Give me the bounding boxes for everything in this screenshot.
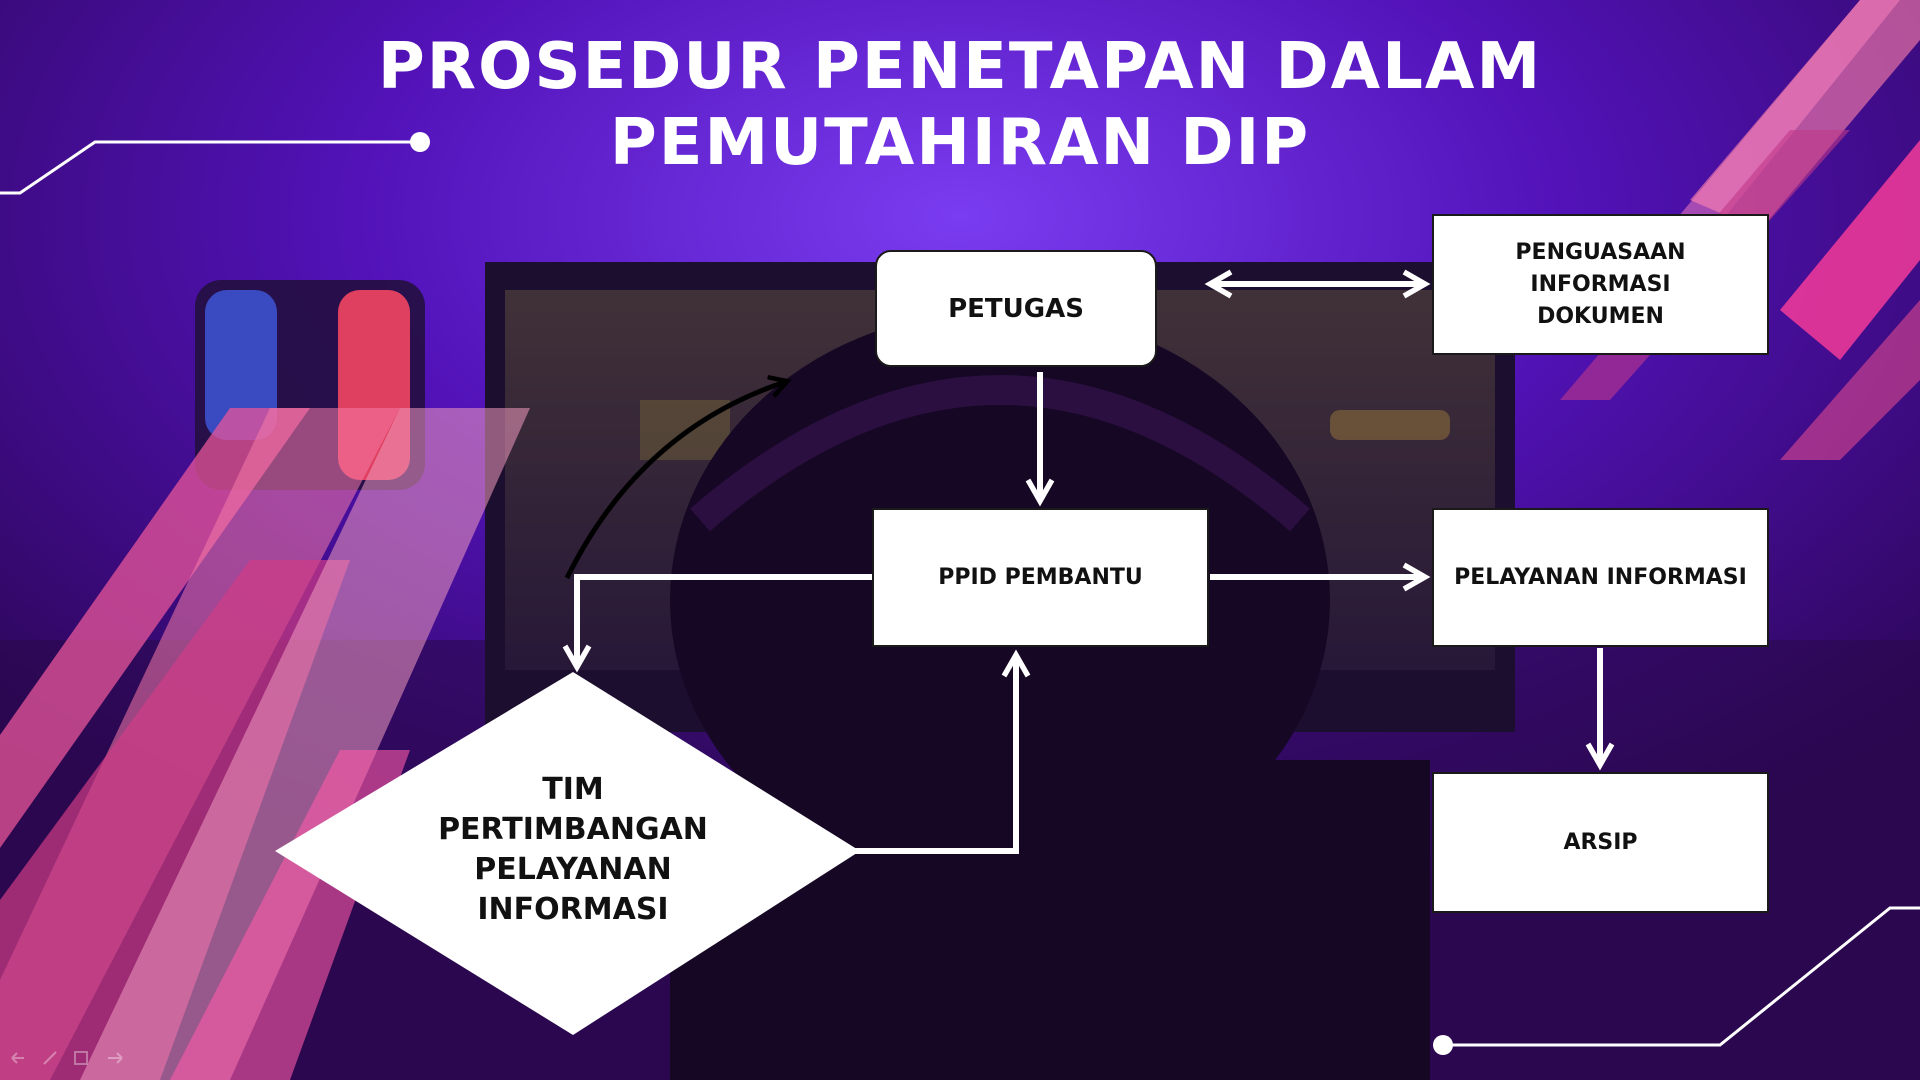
title-line-1: PROSEDUR PENETAPAN DALAM bbox=[377, 30, 1543, 104]
title-line-2: PEMUTAHIRAN DIP bbox=[609, 106, 1311, 180]
node-ppid-pembantu: PPID PEMBANTU bbox=[872, 508, 1209, 647]
node-petugas: PETUGAS bbox=[875, 250, 1157, 367]
node-pelayanan-informasi: PELAYANAN INFORMASI bbox=[1432, 508, 1769, 647]
node-tim-label-line3: PELAYANAN bbox=[474, 852, 672, 887]
arrow-tim-ppid bbox=[808, 649, 1031, 854]
connectors bbox=[562, 269, 1615, 854]
node-ppid-pembantu-label: PPID PEMBANTU bbox=[938, 565, 1143, 590]
node-tim-label-line4: INFORMASI bbox=[477, 892, 669, 927]
circuit-line-top-left bbox=[0, 132, 430, 195]
node-arsip-label: ARSIP bbox=[1563, 830, 1638, 855]
circuit-line-bottom-right bbox=[1433, 906, 1920, 1055]
arrow-ppid-tim bbox=[562, 574, 872, 673]
node-petugas-label: PETUGAS bbox=[948, 293, 1084, 324]
node-arsip: ARSIP bbox=[1432, 772, 1769, 913]
node-pelayanan-informasi-label: PELAYANAN INFORMASI bbox=[1454, 565, 1747, 590]
slide-nav-icons bbox=[11, 1051, 123, 1065]
node-penguasaan-label-line1: PENGUASAAN INFORMASI bbox=[1515, 239, 1686, 297]
decision-diamond bbox=[275, 672, 860, 1035]
node-penguasaan-label-line2: DOKUMEN bbox=[1537, 303, 1664, 329]
node-penguasaan-informasi: PENGUASAAN INFORMASI DOKUMEN bbox=[1432, 214, 1769, 355]
node-tim-label-line1: TIM bbox=[542, 772, 604, 807]
node-tim-pertimbangan: TIM PERTIMBANGAN PELAYANAN INFORMASI bbox=[420, 770, 726, 930]
node-tim-label-line2: PERTIMBANGAN bbox=[438, 812, 708, 847]
arrow-curved-to-petugas bbox=[564, 375, 792, 580]
